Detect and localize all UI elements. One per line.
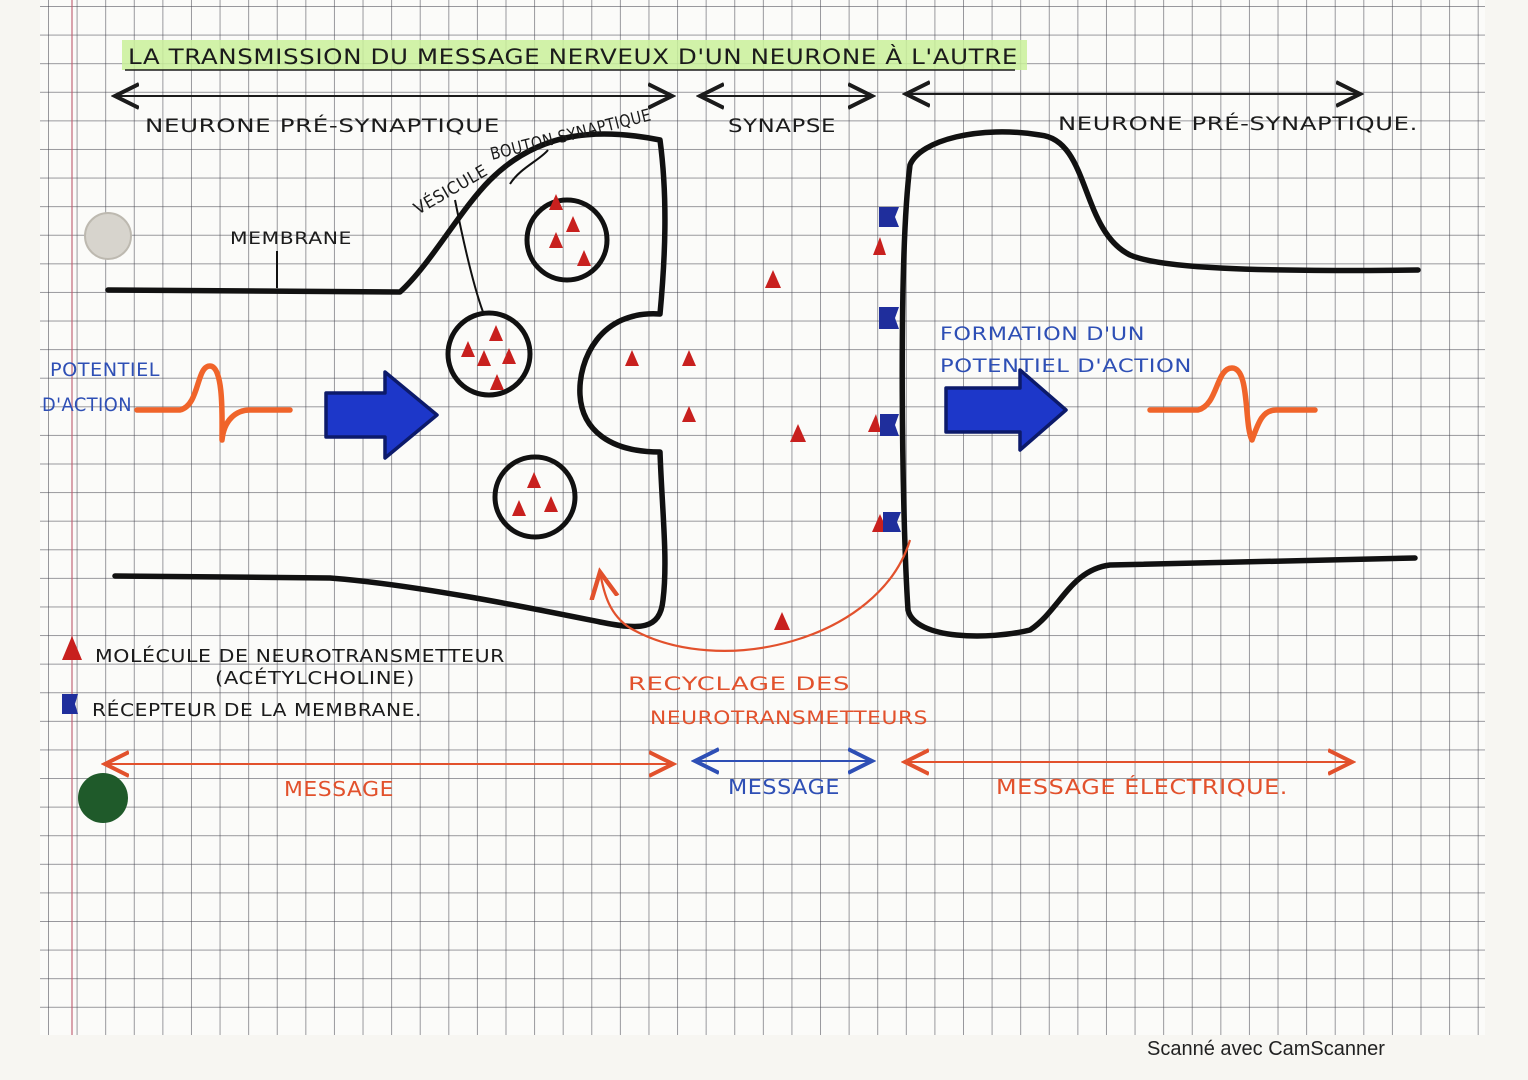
label-message-left: MESSAGE (284, 777, 394, 801)
hole-punch (84, 212, 132, 260)
label-potentiel-line1: POTENTIEL (50, 359, 160, 381)
presynaptic-neuron-outline (105, 131, 668, 630)
legend-molecule-line2: (ACÉTYLCHOLINE) (215, 667, 415, 689)
neurotransmitter-triangle-icon (512, 500, 526, 516)
neurotransmitter-triangle-icon (502, 348, 516, 364)
label-formation-line1: FORMATION D'UN (940, 323, 1145, 345)
legend-molecule-line1: MOLÉCULE DE NEUROTRANSMETTEUR (95, 645, 505, 667)
receptor-icon (879, 307, 899, 329)
neurotransmitter-triangle-icon (625, 350, 639, 366)
action-potential-wave-icon (134, 363, 293, 443)
neurotransmitter-triangle-icon (868, 414, 881, 432)
neurotransmitter-triangle-icon (873, 237, 886, 255)
neurotransmitter-triangle-icon (489, 325, 503, 341)
neurotransmitter-triangle-icon (566, 216, 580, 232)
label-membrane: MEMBRANE (230, 229, 352, 249)
label-message-right: MESSAGE ÉLECTRIQUE. (996, 775, 1288, 799)
label-recyclage-line1: RECYCLAGE DES (628, 673, 850, 695)
label-neurone-left: NEURONE PRÉ-SYNAPTIQUE (145, 114, 500, 137)
neurotransmitter-triangle-icon (527, 472, 541, 488)
neurotransmitter-triangle-icon (549, 232, 563, 248)
thick-blue-arrow-icon (944, 368, 1068, 452)
paper-margin-line (71, 0, 73, 1035)
label-neurone-right: NEURONE PRÉ-SYNAPTIQUE. (1058, 112, 1418, 135)
recycling-arrow (600, 539, 912, 652)
bouton-pointer-line (509, 149, 549, 185)
neurotransmitter-triangle-icon (544, 496, 558, 512)
title-highlight (122, 40, 1027, 70)
neurotransmitter-triangle-icon (477, 350, 491, 366)
label-recyclage-line2: NEUROTRANSMETTEURS (650, 707, 928, 729)
label-message-middle: MESSAGE (728, 775, 840, 799)
receptor-icon (879, 207, 899, 227)
synaptic-vesicle (492, 454, 578, 540)
neurotransmitter-triangle-icon (682, 406, 696, 422)
receptor-icon (880, 414, 899, 436)
legend-recepteur: RÉCEPTEUR DE LA MEMBRANE. (92, 699, 422, 721)
grid-paper (40, 0, 1485, 1035)
green-dot (78, 773, 128, 823)
label-formation-line2: POTENTIEL D'ACTION (940, 355, 1192, 377)
neurotransmitter-group (461, 194, 888, 630)
neurotransmitter-triangle-icon (790, 424, 806, 442)
thick-blue-arrow-icon (324, 370, 439, 460)
vesicule-pointer-line (454, 199, 484, 313)
neurotransmitter-triangle-icon (577, 250, 591, 266)
neurotransmitter-triangle-icon (490, 374, 504, 390)
page-title: LA TRANSMISSION DU MESSAGE NERVEUX D'UN … (128, 44, 1018, 69)
synaptic-vesicle (524, 197, 610, 283)
receptor-icon (883, 512, 901, 532)
label-synapse: SYNAPSE (728, 115, 836, 137)
action-potential-wave-icon (1147, 365, 1318, 443)
scanner-footer: Scanné avec CamScanner (1147, 1038, 1385, 1060)
receptor-group (879, 207, 901, 532)
neurotransmitter-triangle-icon (549, 194, 563, 210)
postsynaptic-neuron-outline (899, 129, 1421, 639)
neurotransmitter-triangle-icon (765, 270, 781, 288)
neurotransmitter-triangle-icon (682, 350, 696, 366)
legend-neurotransmitter-triangle-icon (62, 636, 82, 660)
legend-receptor-icon (62, 694, 78, 714)
synaptic-vesicle (445, 310, 533, 398)
neurotransmitter-triangle-icon (461, 341, 475, 357)
neurotransmitter-triangle-icon (774, 612, 790, 630)
label-potentiel-line2: D'ACTION (42, 394, 132, 416)
